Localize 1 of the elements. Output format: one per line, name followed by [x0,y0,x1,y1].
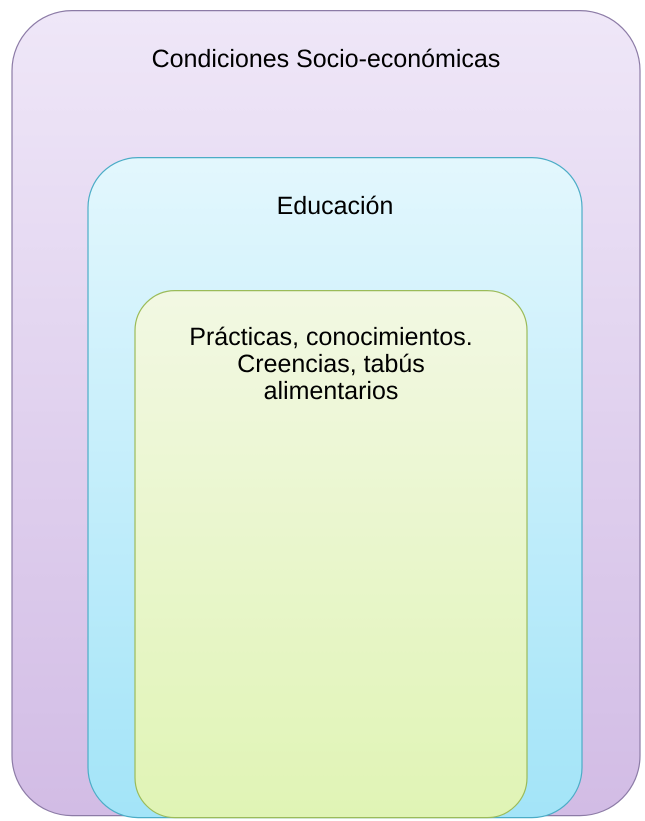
rounded-box: Prácticas, conocimientos. Creencias, tabús alimentarios [134,290,528,818]
